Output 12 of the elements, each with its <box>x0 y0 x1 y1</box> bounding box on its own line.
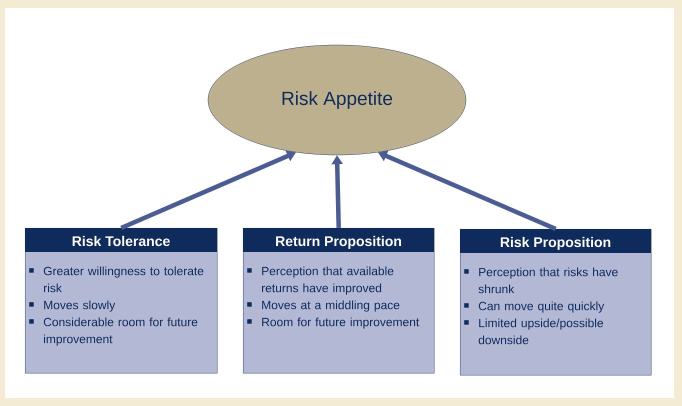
bullet-item: Moves at a middling pace <box>247 300 400 312</box>
bullet-item: Perception that available returns have improved <box>247 266 394 295</box>
box-header: Risk Tolerance <box>25 228 217 252</box>
box-header: Risk Proposition <box>460 229 651 253</box>
bullet-item: Room for future improvement <box>247 318 420 329</box>
bullet-item: Perception that risks have shrunk <box>464 268 618 294</box>
bullet-item: Considerable room for future improvement <box>29 318 198 346</box>
bullet-item: Greater willingness to tolerate risk <box>29 266 204 292</box>
bullet-item: Can move quite quickly <box>464 302 604 313</box>
bullet-item: Moves slowly <box>29 300 116 312</box>
bullet-item: Limited upside/possible downside <box>464 318 604 344</box>
box-header: Return Proposition <box>243 228 434 252</box>
